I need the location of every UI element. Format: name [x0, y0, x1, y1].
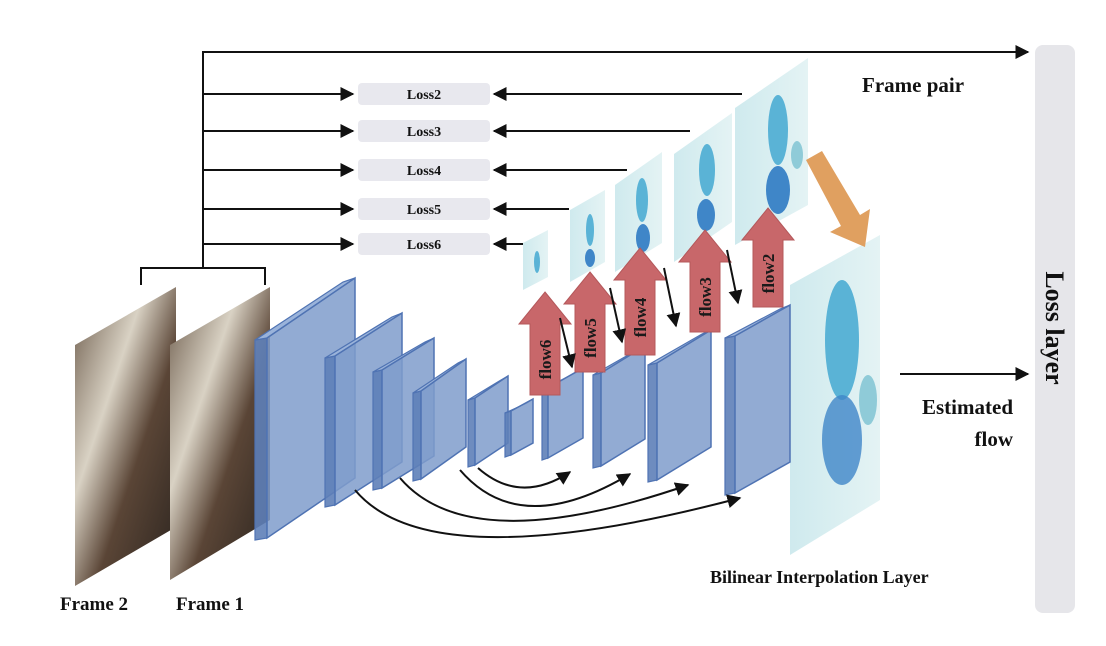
skip-connections	[354, 467, 742, 539]
refine-arrows	[559, 249, 743, 369]
loss3-label: Loss3	[407, 125, 441, 140]
flow-arrow-flow2: flow2	[740, 207, 796, 308]
flow-arrow-flow6: flow6	[517, 291, 573, 396]
upsample-arrow	[806, 151, 870, 247]
flow-arrow-flow4: flow4	[612, 247, 668, 356]
loss-layer: Loss layer	[1035, 45, 1075, 613]
decoder-block	[724, 303, 791, 496]
skip-arrow	[354, 489, 742, 539]
flow2-image	[735, 58, 808, 245]
loss2-label: Loss2	[407, 88, 441, 103]
flow-images	[523, 58, 880, 555]
frame1-label: Frame 1	[176, 594, 244, 615]
loss5-label: Loss5	[407, 203, 441, 218]
flow-label: flow5	[581, 318, 600, 358]
estimated-flow-label-1: Estimated	[922, 395, 1013, 419]
loss-boxes: Loss2 Loss3 Loss4 Loss5 Loss6	[358, 83, 490, 255]
input-frames	[75, 287, 270, 586]
frame-pair-connector	[140, 45, 1030, 381]
flow-arrow-flow3: flow3	[677, 229, 733, 333]
skip-arrow	[399, 477, 690, 522]
frame2-label: Frame 2	[60, 594, 128, 615]
flow-label: flow6	[536, 340, 555, 380]
frame2-image	[75, 287, 176, 586]
flow6-image	[523, 230, 548, 290]
loss6-box: Loss6	[358, 233, 490, 255]
flow4-image	[615, 152, 662, 272]
loss4-box: Loss4	[358, 159, 490, 181]
frame1-image	[170, 287, 270, 580]
encoder-block	[412, 357, 467, 482]
encoder-block	[467, 374, 509, 468]
decoder-block	[647, 328, 712, 483]
flow-label: flow2	[759, 254, 778, 294]
final-flow-image	[790, 235, 880, 555]
loss4-label: Loss4	[407, 164, 441, 179]
loss5-box: Loss5	[358, 198, 490, 220]
estimated-flow-label-2: flow	[975, 427, 1014, 451]
loss-layer-label: Loss layer	[1040, 271, 1069, 384]
loss6-label: Loss6	[407, 238, 441, 253]
conv-blocks	[254, 276, 791, 541]
skip-arrow	[477, 467, 572, 489]
flow3-image	[674, 113, 732, 262]
skip-arrow	[459, 469, 632, 507]
loss3-box: Loss3	[358, 120, 490, 142]
flow5-image	[570, 190, 605, 282]
bilinear-interpolation-label: Bilinear Interpolation Layer	[710, 567, 929, 587]
loss2-box: Loss2	[358, 83, 490, 105]
flow-label: flow3	[696, 277, 715, 317]
frame-pair-label: Frame pair	[862, 73, 964, 97]
flow-label: flow4	[631, 297, 650, 337]
flow-arrow-flow5: flow5	[562, 271, 618, 373]
encoder-block	[504, 397, 534, 458]
